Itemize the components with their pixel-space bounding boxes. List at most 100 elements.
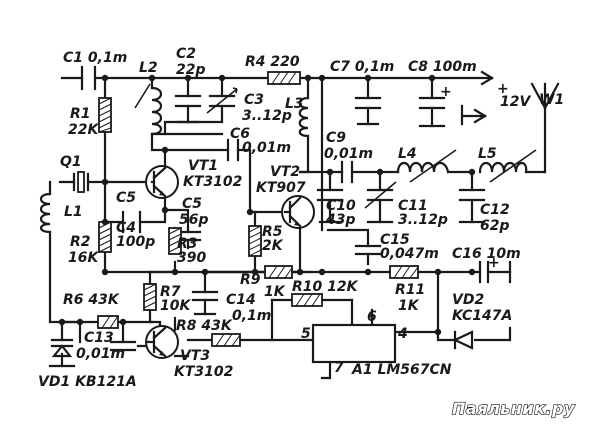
label-c6: C6: [230, 126, 250, 142]
ic-a1: [311, 323, 397, 364]
inductor-l1: [39, 192, 52, 234]
label-r8: R8 43K: [176, 318, 233, 334]
label-r6: R6 43K: [63, 292, 120, 308]
label-c5-dup: C5: [182, 196, 202, 212]
capacitor-c6: [226, 138, 240, 162]
label-pin4: 4: [397, 326, 408, 342]
label-c15-value: 0,047m: [380, 246, 439, 262]
label-c13-value: 0,01m: [76, 346, 125, 362]
resistor-r5: [248, 225, 262, 257]
label-c8: C8 100m: [408, 59, 477, 75]
capacitor-c15: [354, 244, 382, 256]
label-vt3: VT3: [180, 348, 210, 364]
label-r1: R1: [70, 106, 91, 122]
label-c12: C12: [480, 202, 510, 218]
wires: [48, 76, 547, 380]
label-vd2: VD2: [452, 292, 484, 308]
transistor-vt2: [281, 195, 315, 229]
label-c9: C9: [326, 130, 346, 146]
label-c3: C3: [244, 92, 264, 108]
inductor-l4: [396, 149, 457, 183]
resistor-r10: [291, 293, 323, 307]
capacitor-c10: [316, 188, 344, 202]
label-12v: 12V: [500, 94, 531, 110]
capacitor-c1: [80, 65, 97, 91]
watermark-text: Паяльник.ру: [452, 399, 575, 418]
label-c8-plus: +: [440, 84, 452, 100]
label-pin7: 7: [334, 360, 344, 376]
label-c9-value: 0,01m: [324, 146, 373, 162]
resistor-r7: [143, 283, 157, 311]
label-r5: R5: [262, 224, 283, 240]
label-r9-value: 1K: [264, 284, 286, 300]
label-l2: L2: [139, 60, 158, 76]
label-c1: C1 0,1m: [63, 50, 127, 66]
label-c4: C4: [116, 220, 136, 236]
label-vd1: VD1 KB121A: [38, 374, 137, 390]
label-vd2-model: KC147A: [452, 308, 512, 324]
label-r10: R10 12K: [292, 279, 359, 295]
label-l5: L5: [478, 146, 497, 162]
label-c12-value: 62p: [480, 218, 510, 234]
label-c3-value: 3..12p: [242, 108, 292, 124]
label-l3: L3: [285, 96, 304, 112]
resistor-r1: [98, 97, 112, 133]
label-r4: R4 220: [245, 54, 300, 70]
label-r7-value: 10K: [160, 298, 191, 314]
label-r7: R7: [160, 284, 181, 300]
inductor-l3: [298, 96, 310, 138]
label-c11-value: 3..12p: [398, 212, 448, 228]
resistor-r4: [267, 71, 301, 85]
junction-dots: [58, 74, 476, 336]
label-plus-supply: +: [497, 81, 509, 97]
label-r5-value: 2K: [262, 238, 284, 254]
label-c16-plus: +: [488, 255, 500, 271]
resistor-r3: [168, 227, 182, 255]
label-r11: R11: [395, 282, 425, 298]
resistor-r11: [389, 265, 419, 279]
label-vt2-model: KT907: [256, 180, 306, 196]
label-c4-value: 100p: [116, 234, 155, 250]
capacitor-c14: [191, 290, 219, 302]
label-c6-value: 0,01m: [242, 140, 291, 156]
label-c16: C16 10m: [452, 246, 521, 262]
zener-diode-vd2: [452, 330, 474, 350]
label-c2: C2: [176, 46, 196, 62]
label-vt1: VT1: [188, 158, 218, 174]
capacitor-c13: [109, 340, 137, 352]
resistor-r8: [211, 333, 241, 347]
label-pin5: 5: [301, 326, 311, 342]
capacitor-c4: [121, 210, 142, 234]
resistor-r2: [98, 221, 112, 253]
inductor-l5: [478, 149, 537, 183]
label-c14-value: 0,1m: [232, 308, 271, 324]
resistor-r6: [97, 315, 119, 329]
inductor-l2: [134, 83, 163, 136]
label-c13: C13: [84, 330, 114, 346]
label-c5-value: 56p: [179, 212, 209, 228]
label-c11: C11: [398, 198, 428, 214]
label-r3-value: 390: [177, 250, 206, 266]
resistor-r9: [264, 265, 293, 279]
capacitor-c16: [478, 260, 512, 284]
crystal-q1: [72, 171, 90, 193]
label-l1: L1: [64, 204, 83, 220]
antenna-w1: [530, 82, 560, 110]
capacitor-c12: [458, 188, 486, 202]
trimmer-capacitor-c3: [206, 87, 238, 114]
label-a1: A1 LM567CN: [351, 362, 452, 378]
label-r11-value: 1K: [398, 298, 420, 314]
label-c5: C5: [116, 190, 136, 206]
capacitor-c9: [340, 160, 354, 184]
label-r2-value: 16K: [68, 250, 99, 266]
capacitor-c7: [354, 96, 382, 110]
label-c2-value: 22p: [176, 62, 206, 78]
transistor-vt1: [145, 165, 179, 199]
trimmer-capacitor-c11: [364, 181, 397, 209]
label-c10: C10: [326, 198, 356, 214]
label-l4: L4: [398, 146, 417, 162]
label-r3: R3: [177, 236, 198, 252]
label-r1-value: 22K: [68, 122, 99, 138]
label-pin6: 6: [367, 309, 377, 325]
